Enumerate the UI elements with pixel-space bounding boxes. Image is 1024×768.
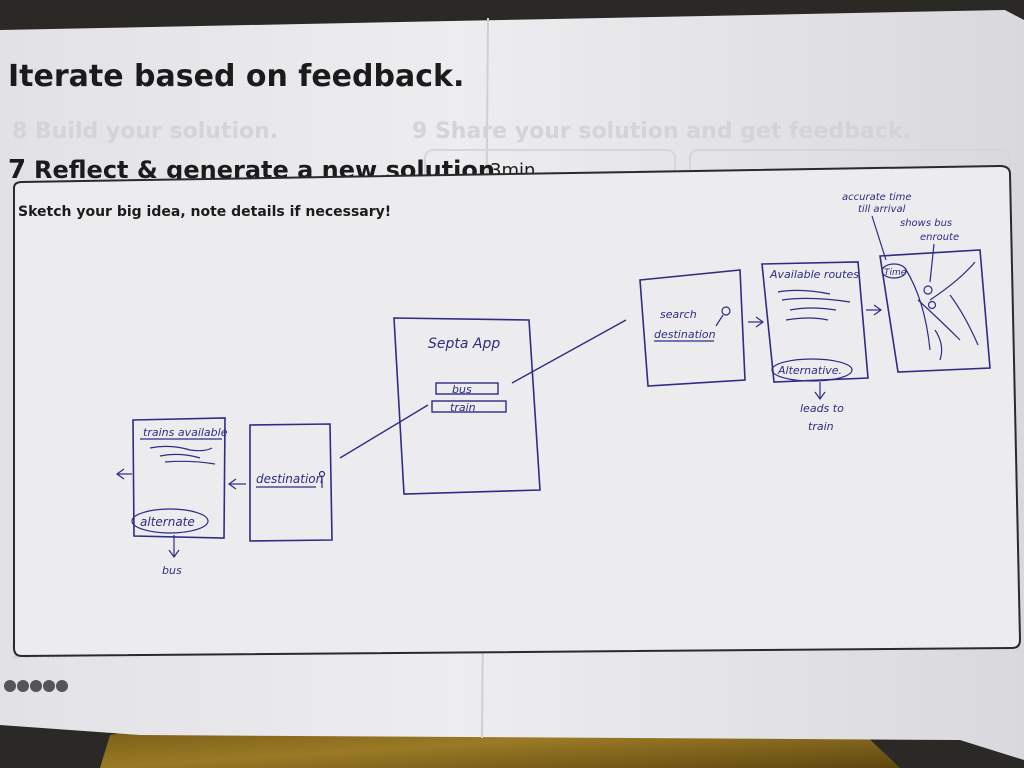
progress-dots xyxy=(4,680,68,692)
shows-bus-note: shows bus xyxy=(900,218,952,229)
search-label: search xyxy=(660,308,697,321)
search-icon xyxy=(721,306,731,316)
alternate-label: alternate xyxy=(140,515,195,529)
search-screen: search destination xyxy=(639,269,765,387)
search-destination-label: destination xyxy=(654,328,716,341)
alternative-label: Alternative. xyxy=(777,364,842,377)
enroute-note: enroute xyxy=(920,232,959,243)
trains-available-label: trains available xyxy=(143,426,228,439)
septa-app-screen: Septa App bus train xyxy=(393,317,541,495)
sketch-frame xyxy=(13,164,1022,658)
train-button xyxy=(431,400,507,413)
destination-screen: destination xyxy=(227,423,333,542)
map-roads xyxy=(904,261,979,361)
accurate-time-note: accurate time xyxy=(842,192,912,203)
connector-line xyxy=(511,319,627,384)
section-number: 7 xyxy=(8,155,26,185)
destination-label: destination xyxy=(256,472,323,486)
bus-note: bus xyxy=(162,564,182,577)
ghost-step-9: 9 Share your solution and get feedback. xyxy=(412,119,911,144)
available-routes-label: Available routes xyxy=(769,268,859,281)
bus-button xyxy=(435,382,499,395)
app-title: Septa App xyxy=(428,336,500,352)
available-routes-screen: Available routes Alternative. leads to t… xyxy=(761,261,883,433)
map-screen: Time accurate time till arrival shows bu… xyxy=(842,192,991,373)
train-button-label: train xyxy=(450,401,476,414)
till-arrival-note: till arrival xyxy=(858,204,906,215)
train-note: train xyxy=(808,420,834,433)
trains-available-screen: trains available alternate bus xyxy=(115,417,228,577)
bus-marker-icon xyxy=(923,285,933,295)
connector-line xyxy=(339,404,429,459)
page-heading: Iterate based on feedback. xyxy=(8,59,464,94)
leads-to-label: leads to xyxy=(800,402,844,415)
ghost-step-8: 8 Build your solution. xyxy=(12,119,278,144)
bus-button-label: bus xyxy=(452,383,472,396)
bus-marker-icon xyxy=(927,300,937,310)
sketch-prompt: Sketch your big idea, note details if ne… xyxy=(18,204,391,220)
time-label: Time xyxy=(884,268,907,278)
